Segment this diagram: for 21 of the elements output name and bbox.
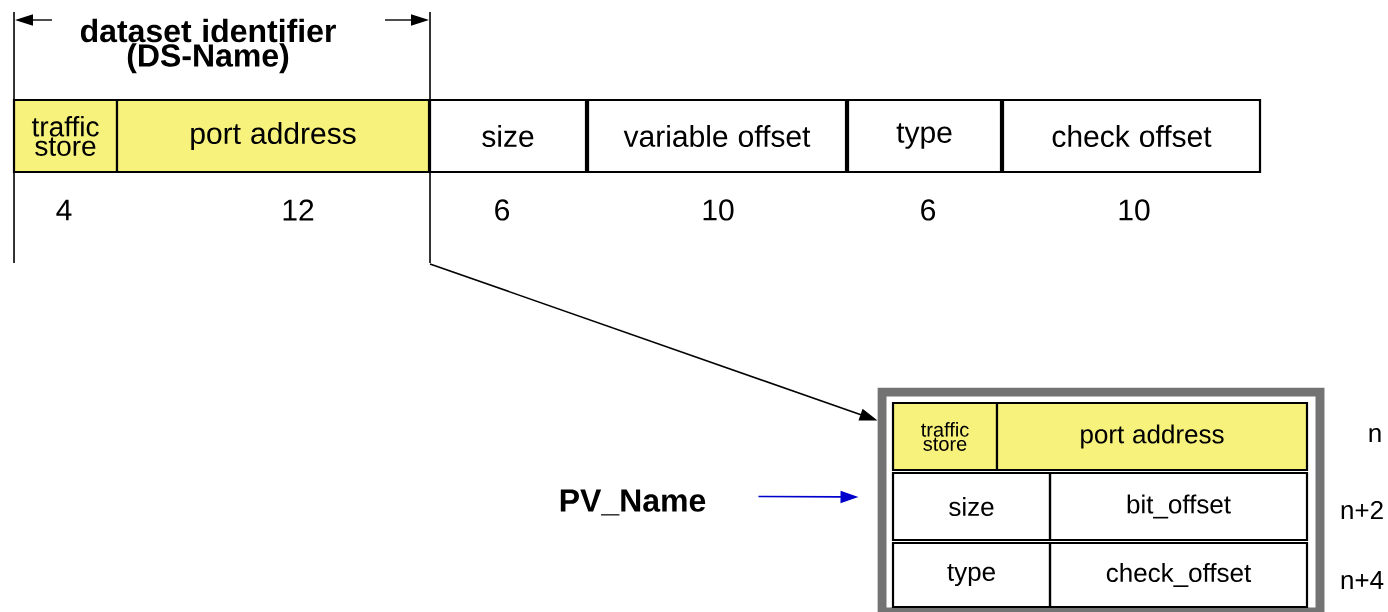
bit-width: 10 (1119, 199, 1150, 221)
table-cell: type (846, 98, 1003, 174)
table-cell: size (428, 98, 588, 174)
row-offset: n+4 (1341, 571, 1384, 589)
table-cell: bit_offset (1048, 471, 1309, 542)
bit-width: 4 (56, 199, 72, 221)
bit-width: 10 (703, 199, 734, 221)
table-cell: size (891, 471, 1052, 542)
bit-width: 6 (921, 199, 936, 221)
row-offset: n+2 (1341, 500, 1383, 520)
table-cell: check offset (1001, 98, 1262, 174)
dimension-label: dataset identifier (DS-Name) (80, 18, 336, 74)
table-cell: type (891, 541, 1052, 609)
table-cell: variable offset (586, 98, 848, 174)
table-cell: traffic store (891, 401, 999, 472)
bit-width: 12 (283, 199, 314, 221)
table-cell: check_offset (1048, 541, 1309, 609)
bit-width: 6 (495, 199, 510, 221)
table-cell: traffic store (12, 98, 119, 174)
row-offset: n (1369, 428, 1381, 442)
node-label: PV_Name (560, 489, 706, 516)
